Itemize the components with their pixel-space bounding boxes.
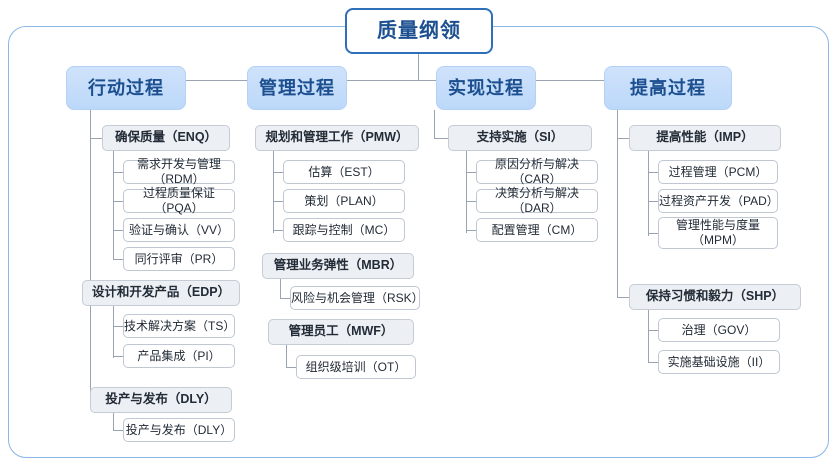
connector-mwf-spine [286,345,287,367]
connector-si-spine [466,151,467,233]
connector-enq-c3 [113,230,123,231]
connector-dly-spine [113,413,114,430]
connector-si-c1 [466,172,476,173]
leaf-pcm[interactable]: 过程管理（PCM） [658,160,778,184]
connector-enq-c2 [113,201,123,202]
connector-shp-spine [648,310,649,362]
connector-enq-c4 [113,259,123,260]
group-mbr[interactable]: 管理业务弹性（MBR） [262,253,414,279]
connector-pmw-c1 [273,172,283,173]
connector-imp-c1 [648,172,658,173]
leaf-mpm[interactable]: 管理性能与度量（MPM） [658,217,778,249]
connector-si-c2 [466,201,476,202]
group-shp[interactable]: 保持习惯和毅力（SHP） [629,284,801,310]
connector-enq-spine-2 [113,241,114,259]
leaf-car[interactable]: 原因分析与解决（CAR） [476,157,598,186]
connector-pmw-c3 [273,230,283,231]
leaf-rdm[interactable]: 需求开发与管理（RDM） [123,157,235,186]
group-mwf[interactable]: 管理员工（MWF） [268,319,414,345]
connector-shp-c2 [648,362,658,363]
leaf-ts[interactable]: 技术解决方案（TS） [123,314,235,338]
connector-root-bus-right [418,80,668,81]
leaf-dly[interactable]: 投产与发布（DLY） [123,418,235,442]
leaf-mc[interactable]: 跟踪与控制（MC） [283,218,405,242]
leaf-vv[interactable]: 验证与确认（VV） [123,218,235,242]
connector-dly-c1 [113,430,123,431]
connector-spine-action [90,110,91,400]
connector-si-c3 [466,230,476,231]
connector-spine-implement [434,110,435,138]
connector-enq-c1 [113,172,123,173]
leaf-ii[interactable]: 实施基础设施（II） [658,350,780,374]
leaf-dar[interactable]: 决策分析与解决（DAR） [476,186,598,215]
connector-imp-spine [648,151,649,236]
connector-pmw-c2 [273,201,283,202]
connector-improve-g1 [617,138,629,139]
leaf-pqa[interactable]: 过程质量保证（PQA） [123,186,235,215]
connector-pmw-spine [273,151,274,233]
group-pmw[interactable]: 规划和管理工作（PMW） [255,125,419,151]
group-si[interactable]: 支持实施（SI） [448,125,592,151]
leaf-rsk[interactable]: 风险与机会管理（RSK） [290,286,424,310]
leaf-est[interactable]: 估算（EST） [283,160,405,184]
connector-spine-improve [617,110,618,297]
connector-improve-g2 [617,297,629,298]
connector-imp-c2 [648,201,658,202]
leaf-gov[interactable]: 治理（GOV） [658,318,780,342]
group-imp[interactable]: 提高性能（IMP） [629,125,781,151]
connector-shp-c1 [648,330,658,331]
leaf-cm[interactable]: 配置管理（CM） [476,218,598,242]
leaf-ot[interactable]: 组织级培训（OT） [296,355,416,379]
connector-edp-spine [113,306,114,358]
branch-title-implement[interactable]: 实现过程 [436,66,536,110]
group-enq[interactable]: 确保质量（ENQ） [102,125,230,151]
leaf-pi[interactable]: 产品集成（PI） [123,344,235,368]
leaf-plan[interactable]: 策划（PLAN） [283,189,405,213]
connector-edp-c1 [113,326,123,327]
branch-title-action[interactable]: 行动过程 [66,66,186,110]
connector-root-trunk [418,54,419,80]
connector-implement-g1 [434,138,448,139]
leaf-pad[interactable]: 过程资产开发（PAD） [658,189,779,213]
group-dly[interactable]: 投产与发布（DLY） [90,387,232,413]
branch-title-improve[interactable]: 提高过程 [604,66,732,110]
root-title: 质量纲领 [345,8,493,54]
group-edp[interactable]: 设计和开发产品（EDP） [82,280,240,306]
connector-imp-c3 [648,233,658,234]
connector-mbr-c1 [280,298,290,299]
leaf-pr[interactable]: 同行评审（PR） [123,247,235,271]
connector-mbr-spine [280,279,281,298]
connector-action-g1 [90,138,102,139]
connector-edp-c2 [113,356,123,357]
connector-mwf-c1 [286,367,296,368]
branch-title-management[interactable]: 管理过程 [247,66,347,110]
connector-enq-spine [113,151,114,241]
